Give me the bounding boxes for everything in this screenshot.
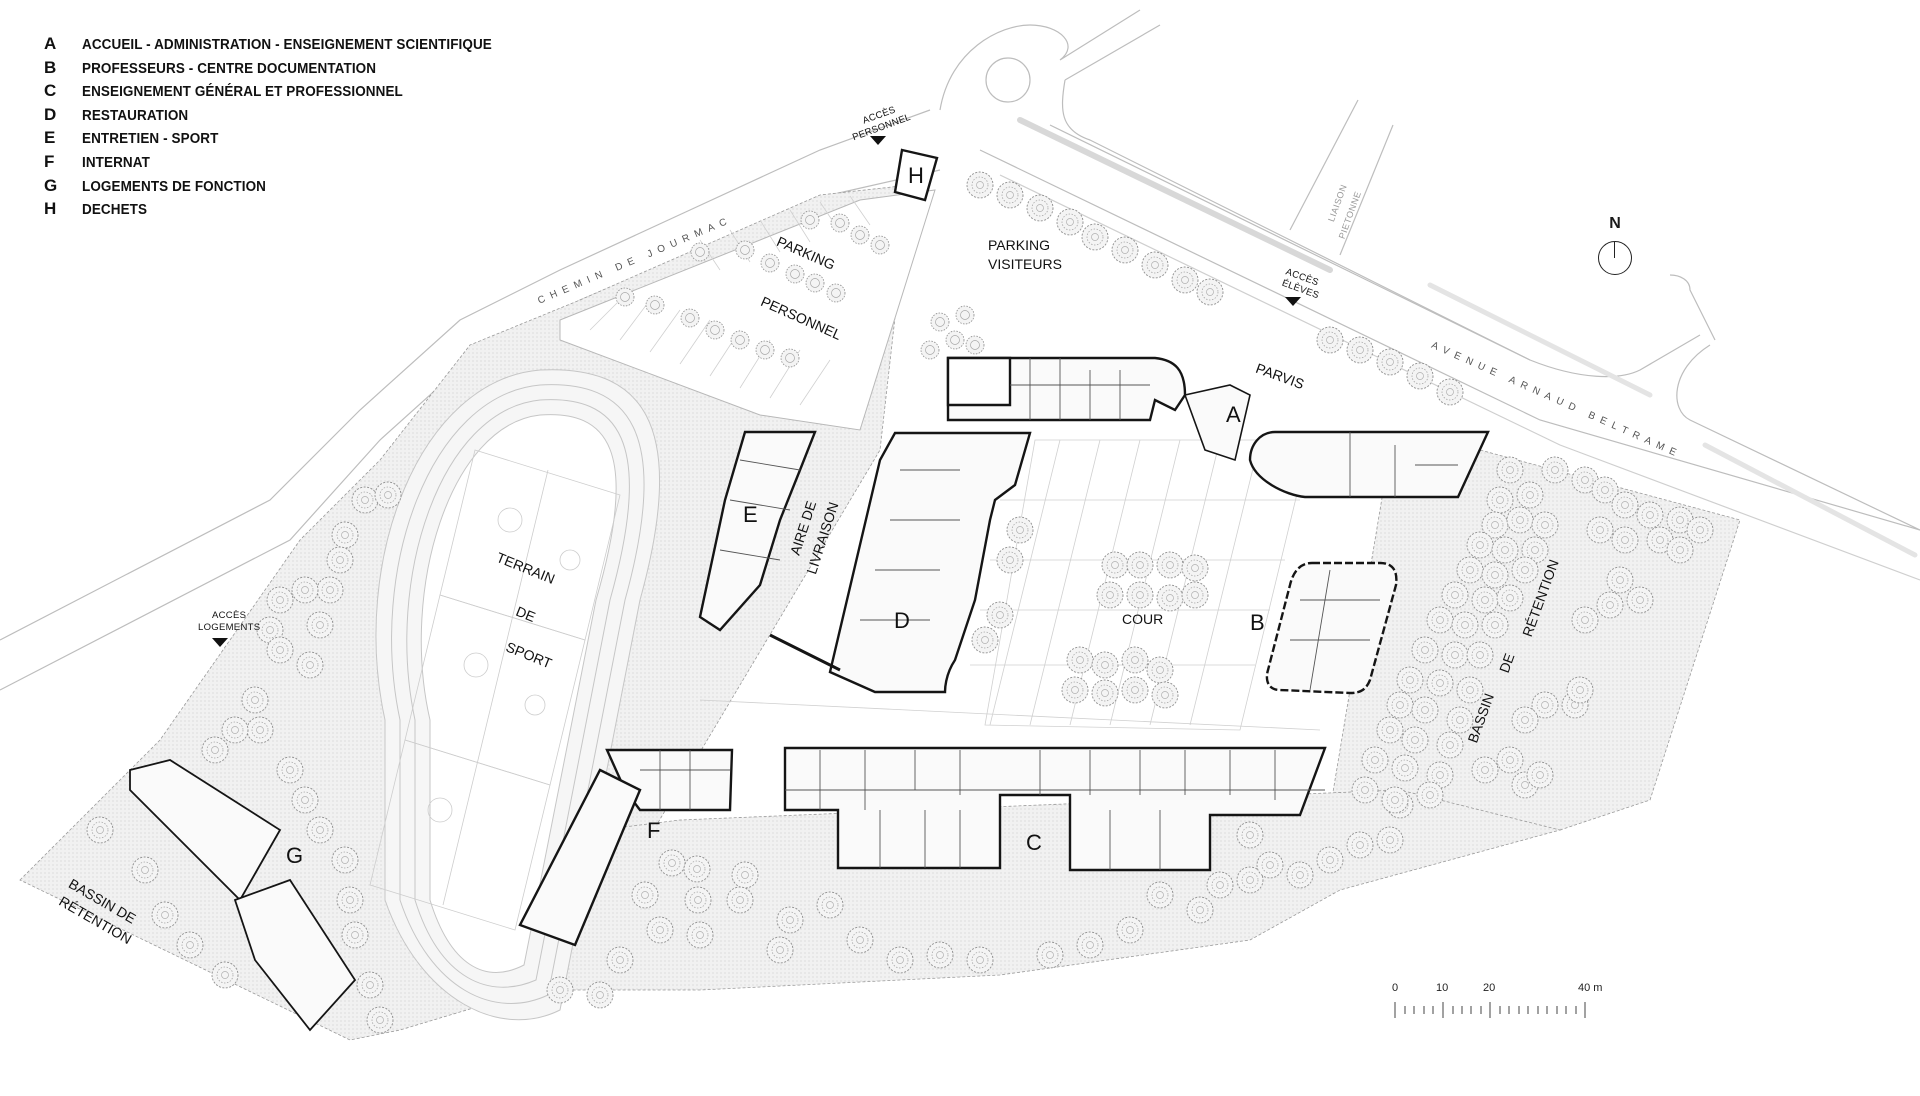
- legend-letter: H: [44, 199, 57, 219]
- legend-label: DECHETS: [82, 202, 148, 219]
- building-label-d: D: [894, 608, 910, 633]
- building-d: [828, 431, 1032, 694]
- legend-row-f: F INTERNAT: [44, 152, 523, 176]
- legend-row-d: D RESTAURATION: [44, 105, 523, 129]
- building-label-e: E: [743, 502, 758, 527]
- buildings: [129, 148, 1490, 1032]
- cour-label: COUR: [1122, 611, 1164, 627]
- legend-label: INTERNAT: [82, 154, 150, 171]
- north-label: N: [1609, 215, 1621, 232]
- legend-letter: B: [44, 57, 57, 77]
- building-label-c: C: [1026, 830, 1042, 855]
- legend-row-a: A ACCUEIL - ADMINISTRATION - ENSEIGNEMENT…: [44, 34, 523, 58]
- scale-tick-20: 20: [1483, 982, 1496, 994]
- legend-letter: E: [44, 128, 56, 148]
- building-a-east: [1248, 430, 1490, 499]
- building-g-2: [233, 878, 357, 1032]
- legend-letter: F: [44, 151, 55, 171]
- acces-logements-label-2: LOGEMENTS: [198, 622, 261, 633]
- legend-label: RESTAURATION: [82, 107, 189, 124]
- scale-bar: 0 10 20 40 m: [1388, 982, 1618, 1016]
- legend-label: PROFESSEURS - CENTRE DOCUMENTATION: [82, 60, 377, 77]
- building-label-h: H: [908, 163, 924, 188]
- roads: [0, 9, 1920, 691]
- acces-eleves-arrow-icon: [1285, 297, 1301, 306]
- acces-logements-label-1: ACCÈS: [212, 610, 247, 621]
- building-b: [1265, 561, 1398, 695]
- legend-label: LOGEMENTS DE FONCTION: [82, 178, 267, 195]
- parking-personnel-area: [559, 189, 936, 431]
- scale-bar-graphic: [1394, 1002, 1586, 1018]
- building-label-a: A: [1226, 402, 1241, 427]
- legend-row-h: H DECHETS: [44, 199, 523, 223]
- legend: A ACCUEIL - ADMINISTRATION - ENSEIGNEMENT…: [44, 34, 523, 223]
- building-label-g: G: [286, 843, 304, 868]
- scale-tick-10: 10: [1436, 982, 1449, 994]
- building-label-f: F: [647, 818, 661, 843]
- acces-logements-arrow-icon: [212, 638, 228, 647]
- building-f-wing: [518, 768, 642, 947]
- parking-visiteurs-label-2: VISITEURS: [988, 256, 1062, 272]
- parking-visiteurs-label-1: PARKING: [988, 237, 1050, 253]
- building-e: [698, 430, 817, 632]
- legend-letter: A: [44, 34, 57, 53]
- building-c: [783, 746, 1327, 872]
- legend-letter: G: [44, 175, 58, 195]
- scale-tick-0: 0: [1392, 982, 1399, 994]
- legend-row-g: G LOGEMENTS DE FONCTION: [44, 176, 523, 200]
- legend-label: ENSEIGNEMENT GÉNÉRAL ET PROFESSIONNEL: [82, 84, 403, 101]
- building-g-1: [129, 759, 282, 902]
- building-label-b: B: [1250, 610, 1265, 635]
- scale-tick-40: 40 m: [1578, 982, 1603, 994]
- compass-icon: [1598, 241, 1632, 275]
- legend-label: ENTRETIEN - SPORT: [82, 131, 219, 148]
- legend-row-b: B PROFESSEURS - CENTRE DOCUMENTATION: [44, 58, 523, 82]
- legend-row-c: C ENSEIGNEMENT GÉNÉRAL ET PROFESSIONNEL: [44, 81, 523, 105]
- legend-letter: D: [44, 104, 57, 124]
- legend-row-e: E ENTRETIEN - SPORT: [44, 128, 523, 152]
- north-arrow: N: [1597, 215, 1633, 275]
- legend-label: ACCUEIL - ADMINISTRATION - ENSEIGNEMENT …: [82, 37, 492, 53]
- acces-personnel-arrow-icon: [870, 136, 886, 145]
- building-h: [893, 148, 939, 202]
- legend-letter: C: [44, 81, 57, 101]
